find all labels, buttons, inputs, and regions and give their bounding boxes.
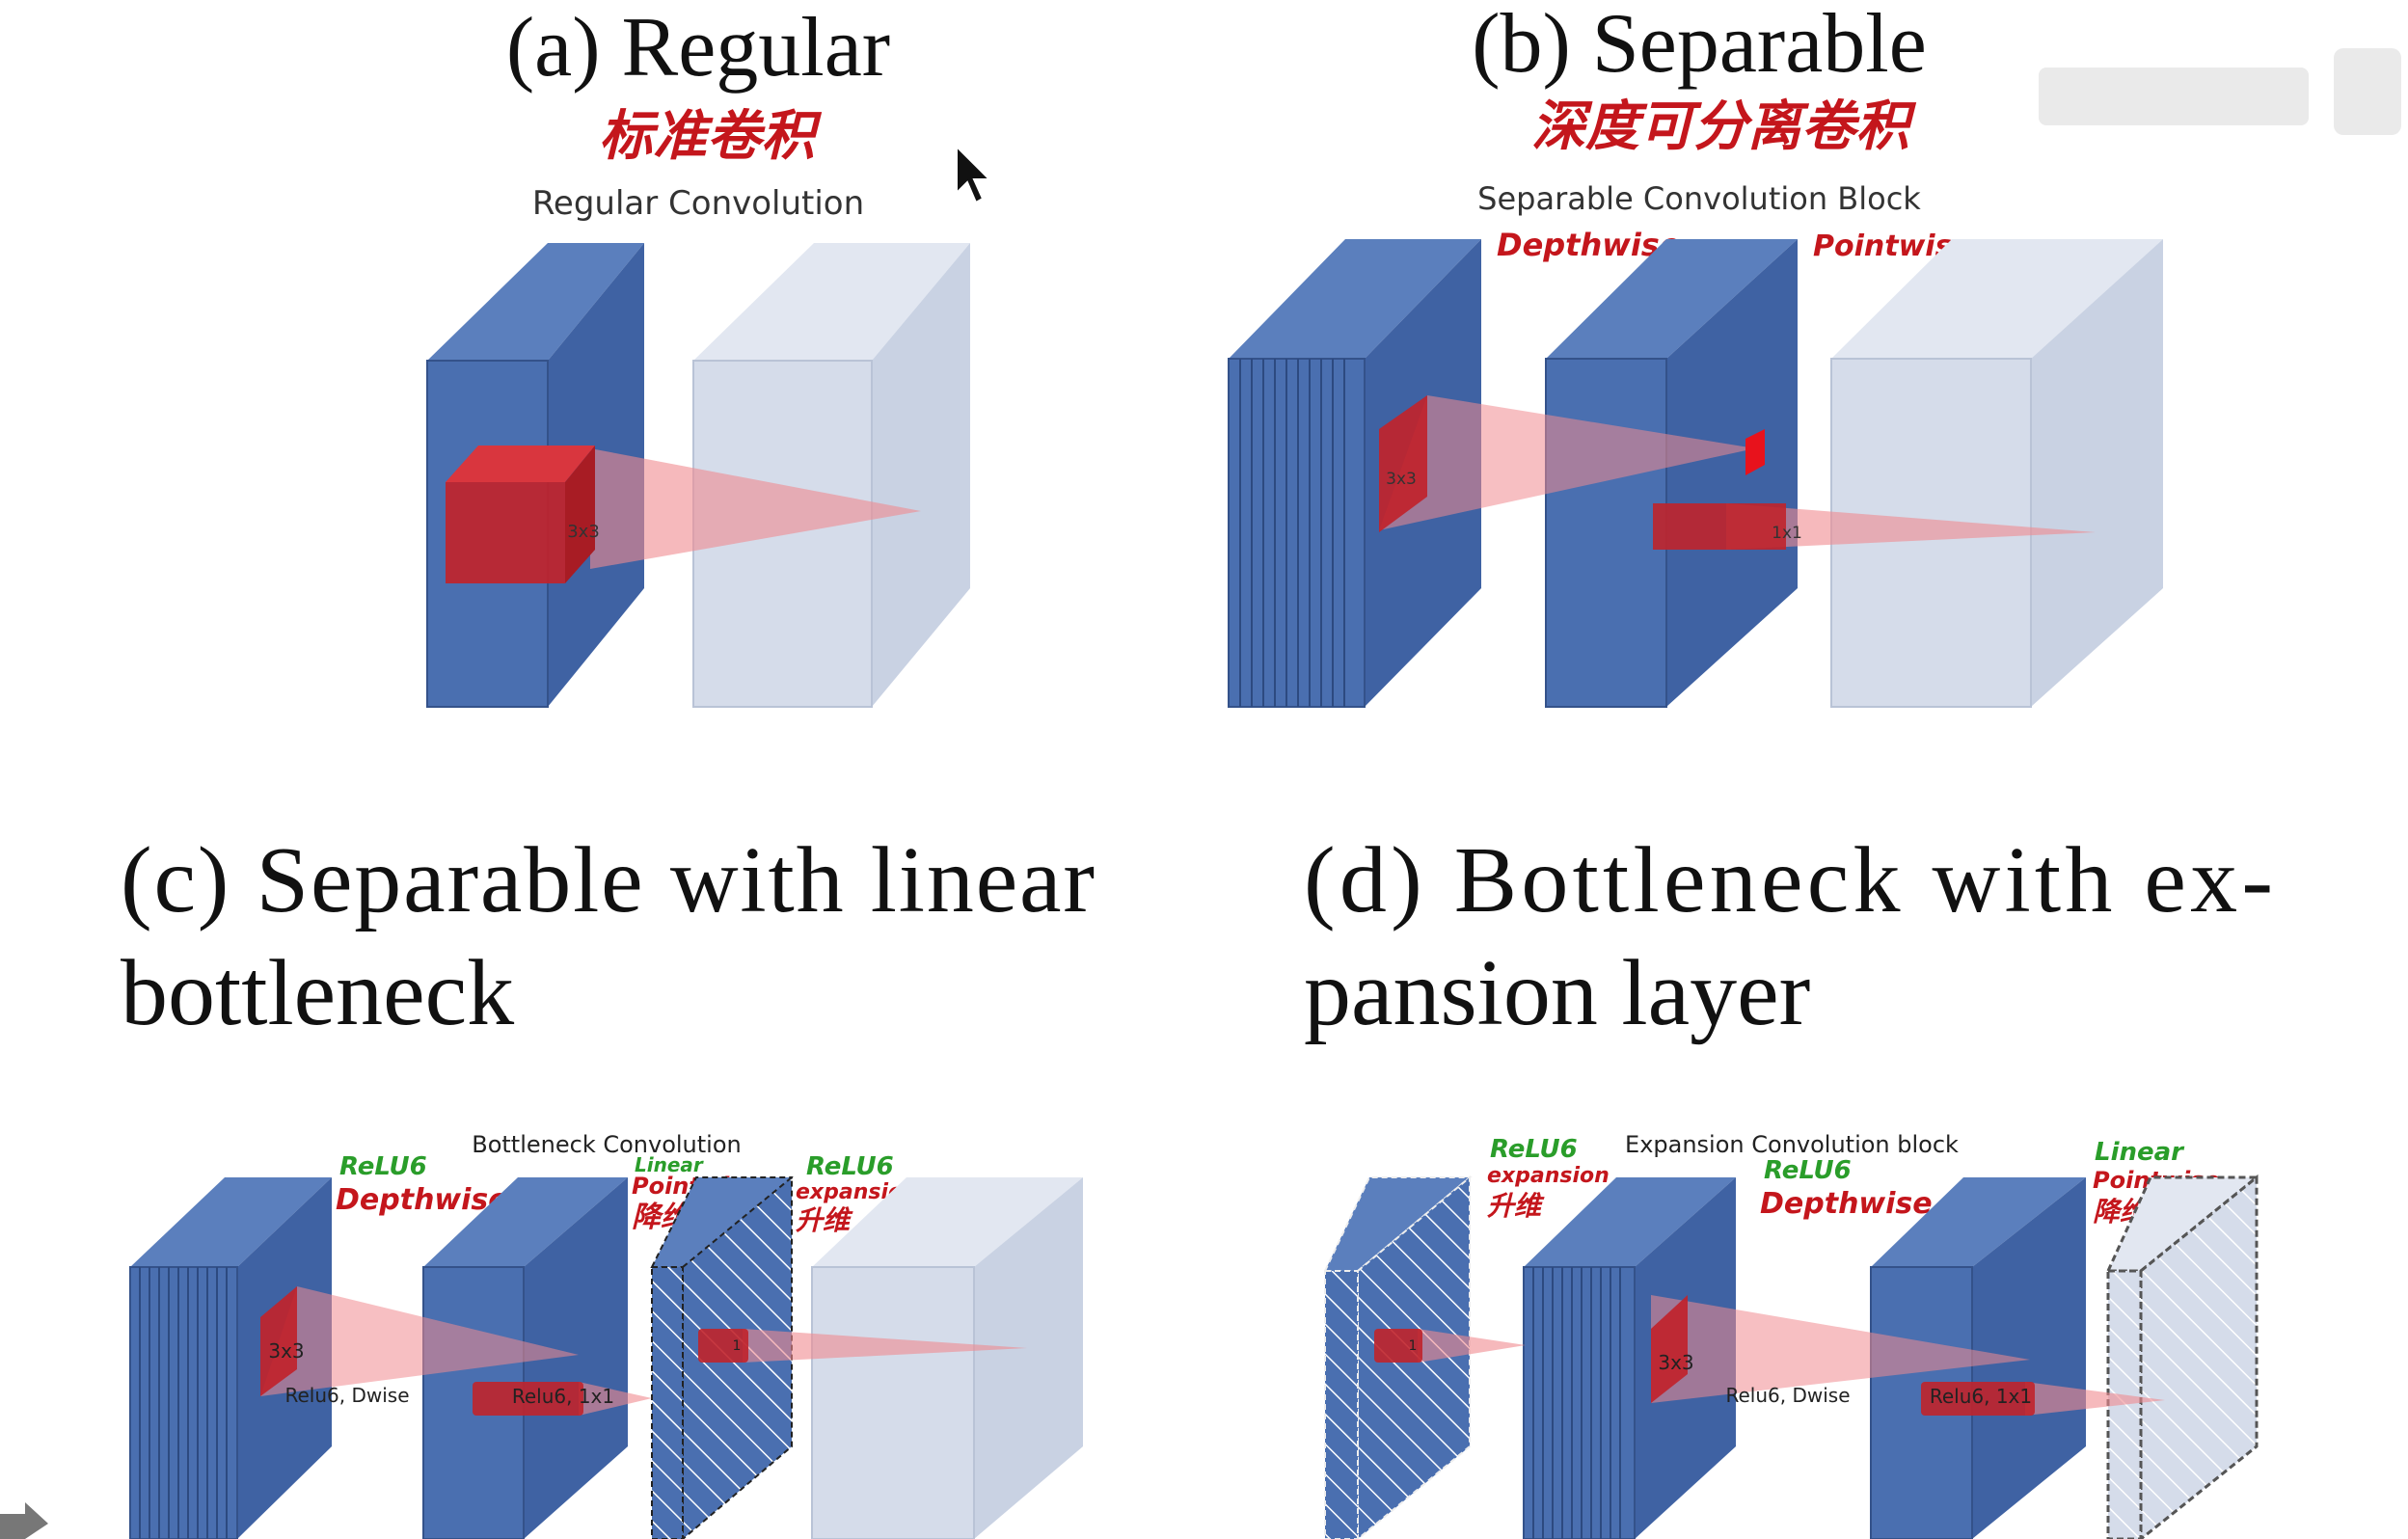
expansion-ray-c xyxy=(743,1329,1027,1363)
depthwise-output-tensor-d xyxy=(1870,1177,2086,1539)
panel-c-heading-line2: bottleneck xyxy=(121,941,514,1045)
kernel-3x3 xyxy=(446,446,595,583)
note-linear-c: Linear xyxy=(635,1153,704,1176)
note-expansion-d: expansion xyxy=(1487,1164,1610,1188)
panel-c-heading-line1: (c) Separable with linear xyxy=(121,828,1095,932)
kernel-label-c: 3x3 xyxy=(268,1339,304,1363)
pointwise-kernel-label: 1x1 xyxy=(1772,524,1802,543)
panel-c-caption: Bottleneck Convolution xyxy=(472,1131,742,1158)
label-relu6-dwise-d: Relu6, Dwise xyxy=(1725,1384,1850,1407)
panel-c: (c) Separable with linear bottleneck Bot… xyxy=(121,828,1095,1539)
expansion-kernel-c xyxy=(698,1329,748,1363)
depthwise-kernel-d xyxy=(1651,1295,1688,1403)
note-expand-cn-c: 升维 xyxy=(796,1204,853,1236)
output-tensor xyxy=(692,243,970,708)
panel-d-heading-line1: (d) Bottleneck with ex- xyxy=(1304,828,2273,932)
label-one-d: 1 xyxy=(1409,1338,1418,1354)
panel-b: (b) Separable 深度可分离卷积 Separable Convolut… xyxy=(1228,0,2163,708)
pointwise-ray-c xyxy=(579,1382,652,1416)
pointwise-output-tensor xyxy=(1830,239,2163,708)
expansion-kernel-d xyxy=(1374,1329,1422,1363)
pointwise-kernel-1x1 xyxy=(1653,503,1786,550)
pointwise-kernel-d xyxy=(1921,1382,2035,1416)
note-depthwise-c: Depthwise xyxy=(336,1183,508,1217)
mouse-cursor-icon xyxy=(956,144,992,204)
depthwise-ray-d xyxy=(1651,1295,2030,1403)
pointwise-ray-d xyxy=(2025,1382,2165,1416)
depthwise-output-tensor xyxy=(1545,239,1798,708)
linear-projection-layer xyxy=(2105,1174,2261,1539)
expansion-stack xyxy=(1523,1177,1736,1539)
play-arrow-icon[interactable] xyxy=(0,1502,48,1539)
label-relu6-1x1-c: Relu6, 1x1 xyxy=(512,1385,614,1408)
pointwise-kernel-c xyxy=(473,1382,583,1416)
label-relu6-dwise-c: Relu6, Dwise xyxy=(284,1384,409,1407)
depthwise-kernel-label: 3x3 xyxy=(1386,470,1417,489)
watermark-logo xyxy=(2039,48,2401,135)
panel-b-heading: (b) Separable xyxy=(1472,0,1927,91)
depthwise-input-stack xyxy=(1228,239,1481,708)
note-relu6-a: ReLU6 xyxy=(339,1152,427,1181)
pointwise-target xyxy=(1745,429,1765,475)
note-expand-cn-d: 升维 xyxy=(1487,1190,1545,1222)
convolution-ray xyxy=(590,448,921,569)
note-relu6-b: ReLU6 xyxy=(806,1152,894,1181)
depthwise-ray-c xyxy=(260,1286,579,1396)
panel-a: (a) Regular 标准卷积 Regular Convolution 3x3 xyxy=(426,1,992,708)
panel-a-note-cn: 标准卷积 xyxy=(599,105,823,168)
depthwise-kernel-c xyxy=(260,1286,297,1396)
pointwise-ray xyxy=(1726,503,2096,550)
panel-b-caption: Separable Convolution Block xyxy=(1477,180,1921,217)
note-depthwise-d: Depthwise xyxy=(1760,1187,1933,1221)
label-one-c: 1 xyxy=(733,1338,742,1354)
note-linear-d: Linear xyxy=(2095,1138,2185,1167)
label-relu6-1x1-d: Relu6, 1x1 xyxy=(1930,1385,2032,1408)
kernel-label-d: 3x3 xyxy=(1658,1351,1693,1374)
panel-d-heading-line2: pansion layer xyxy=(1304,941,1810,1045)
expansion-input-layer xyxy=(1323,1174,1473,1539)
kernel-label: 3x3 xyxy=(567,522,600,542)
panel-d-caption: Expansion Convolution block xyxy=(1625,1131,1959,1158)
note-relu6-d1: ReLU6 xyxy=(1490,1135,1578,1164)
panel-d: (d) Bottleneck with ex- pansion layer Ex… xyxy=(1304,828,2273,1539)
panel-b-note-cn: 深度可分离卷积 xyxy=(1531,95,1917,158)
depthwise-kernel-3x3 xyxy=(1379,395,1427,532)
depthwise-ray xyxy=(1379,395,1755,530)
expansion-ray-d xyxy=(1418,1329,1526,1363)
expanded-output-tensor xyxy=(811,1177,1083,1539)
panel-a-caption: Regular Convolution xyxy=(532,184,864,223)
panel-a-heading: (a) Regular xyxy=(506,1,890,94)
note-relu6-d2: ReLU6 xyxy=(1764,1156,1852,1185)
